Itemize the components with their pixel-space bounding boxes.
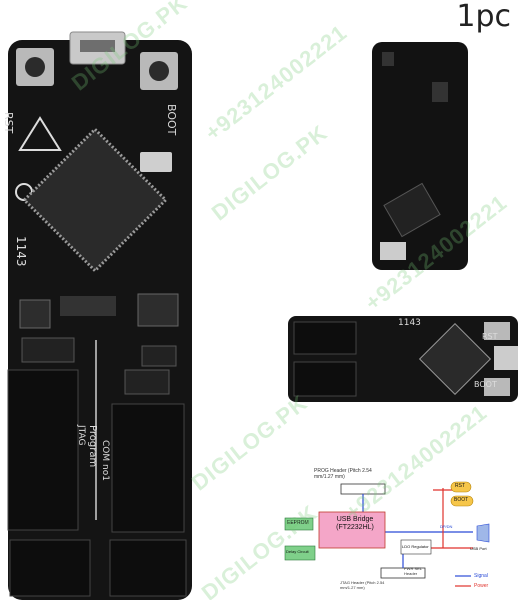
board-front-small-chip-2 — [137, 293, 179, 327]
board-back-connector — [380, 242, 406, 260]
diagram-usb-bridge-label: USB Bridge (FT2232HL) — [322, 516, 388, 532]
board-front-program-label: Program — [87, 425, 98, 468]
diagram-delay-box — [284, 545, 316, 561]
board-side-usb-connector — [494, 346, 518, 370]
board-side-code-label: 1143 — [398, 318, 421, 328]
board-front-bottom-header-2 — [109, 539, 187, 597]
diagram-pwr-sel-label: PWR SEL Header — [404, 566, 422, 576]
board-front-main-chip — [22, 127, 168, 273]
board-side-header-top — [293, 321, 357, 355]
board-front-jtag-label: JTAG — [76, 425, 86, 446]
board-back-component-block — [383, 182, 441, 238]
board-front-com-label: COM no1 — [100, 440, 110, 481]
diagram-eeprom-box — [284, 517, 314, 531]
diagram-legend-signal-label: Signal — [474, 573, 488, 579]
diagram-usb-port-icon — [476, 523, 490, 543]
diagram-rst-label: RST — [455, 483, 465, 489]
block-diagram — [283, 462, 520, 596]
board-front-usb-opening — [80, 40, 115, 52]
diagram-usb-bridge-line1: USB Bridge — [336, 516, 374, 523]
board-front-small-chip-1 — [19, 299, 51, 329]
board-side-header-bottom — [293, 361, 357, 397]
diagram-ldo-box — [400, 539, 432, 555]
board-side-main-chip — [418, 322, 492, 396]
diagram-usb-port-label: USB Port — [470, 546, 487, 551]
board-side-illustration — [288, 316, 518, 402]
diagram-prog-header-label: PROG Header (Pitch 2.54 mm/1.27 mm) — [314, 468, 372, 480]
board-side-boot-label: BOOT — [474, 380, 497, 389]
board-front-code-label: 1143 — [14, 236, 28, 267]
diagram-rst-pill — [450, 481, 472, 493]
board-side-rst-button — [484, 322, 510, 340]
board-front-jumper-header-3 — [124, 369, 170, 395]
board-front-bottom-header-1 — [9, 539, 91, 597]
diagram-legend-power-label: Power — [474, 583, 489, 589]
board-front-small-chip-3 — [60, 296, 116, 316]
diagram-usb-bridge-box — [318, 511, 386, 549]
quantity-label: 1pc — [456, 0, 511, 34]
board-front-rst-label: RST — [2, 112, 15, 134]
diagram-boot-label: BOOT — [454, 497, 469, 503]
diagram-delay-label: Delay Circuit — [286, 549, 309, 554]
board-front-jtag-header — [111, 403, 185, 533]
board-back-illustration — [372, 42, 468, 270]
board-back-pad-2 — [432, 82, 448, 102]
board-front-crystal — [140, 152, 172, 172]
diagram-eeprom-label: EEPROM — [287, 520, 309, 526]
board-front-esd-icon — [18, 116, 62, 151]
board-front-jumper-header-2 — [141, 345, 177, 367]
diagram-usb-bridge-line2: (FT2232HL) — [336, 524, 374, 531]
board-front-boot-button-cap — [149, 61, 169, 81]
diagram-jtag-header-label: JTAG Header (Pitch 2.54 mm/1.27 mm) — [340, 580, 385, 590]
board-back-pad-1 — [382, 52, 394, 66]
board-front-jumper-header — [21, 337, 75, 363]
board-side-boot-button — [484, 378, 510, 396]
diagram-ldo-label: LDO Regulator — [402, 544, 429, 549]
diagram-boot-pill — [450, 495, 474, 507]
board-front-prog-header — [7, 369, 79, 531]
board-front-rst-button-cap — [25, 57, 45, 77]
board-front-pb-icon — [15, 183, 33, 201]
board-side-rst-label: RST — [482, 332, 498, 341]
board-front-boot-label: BOOT — [165, 104, 178, 136]
diagram-dpdn-label: DP/DN — [440, 524, 453, 529]
